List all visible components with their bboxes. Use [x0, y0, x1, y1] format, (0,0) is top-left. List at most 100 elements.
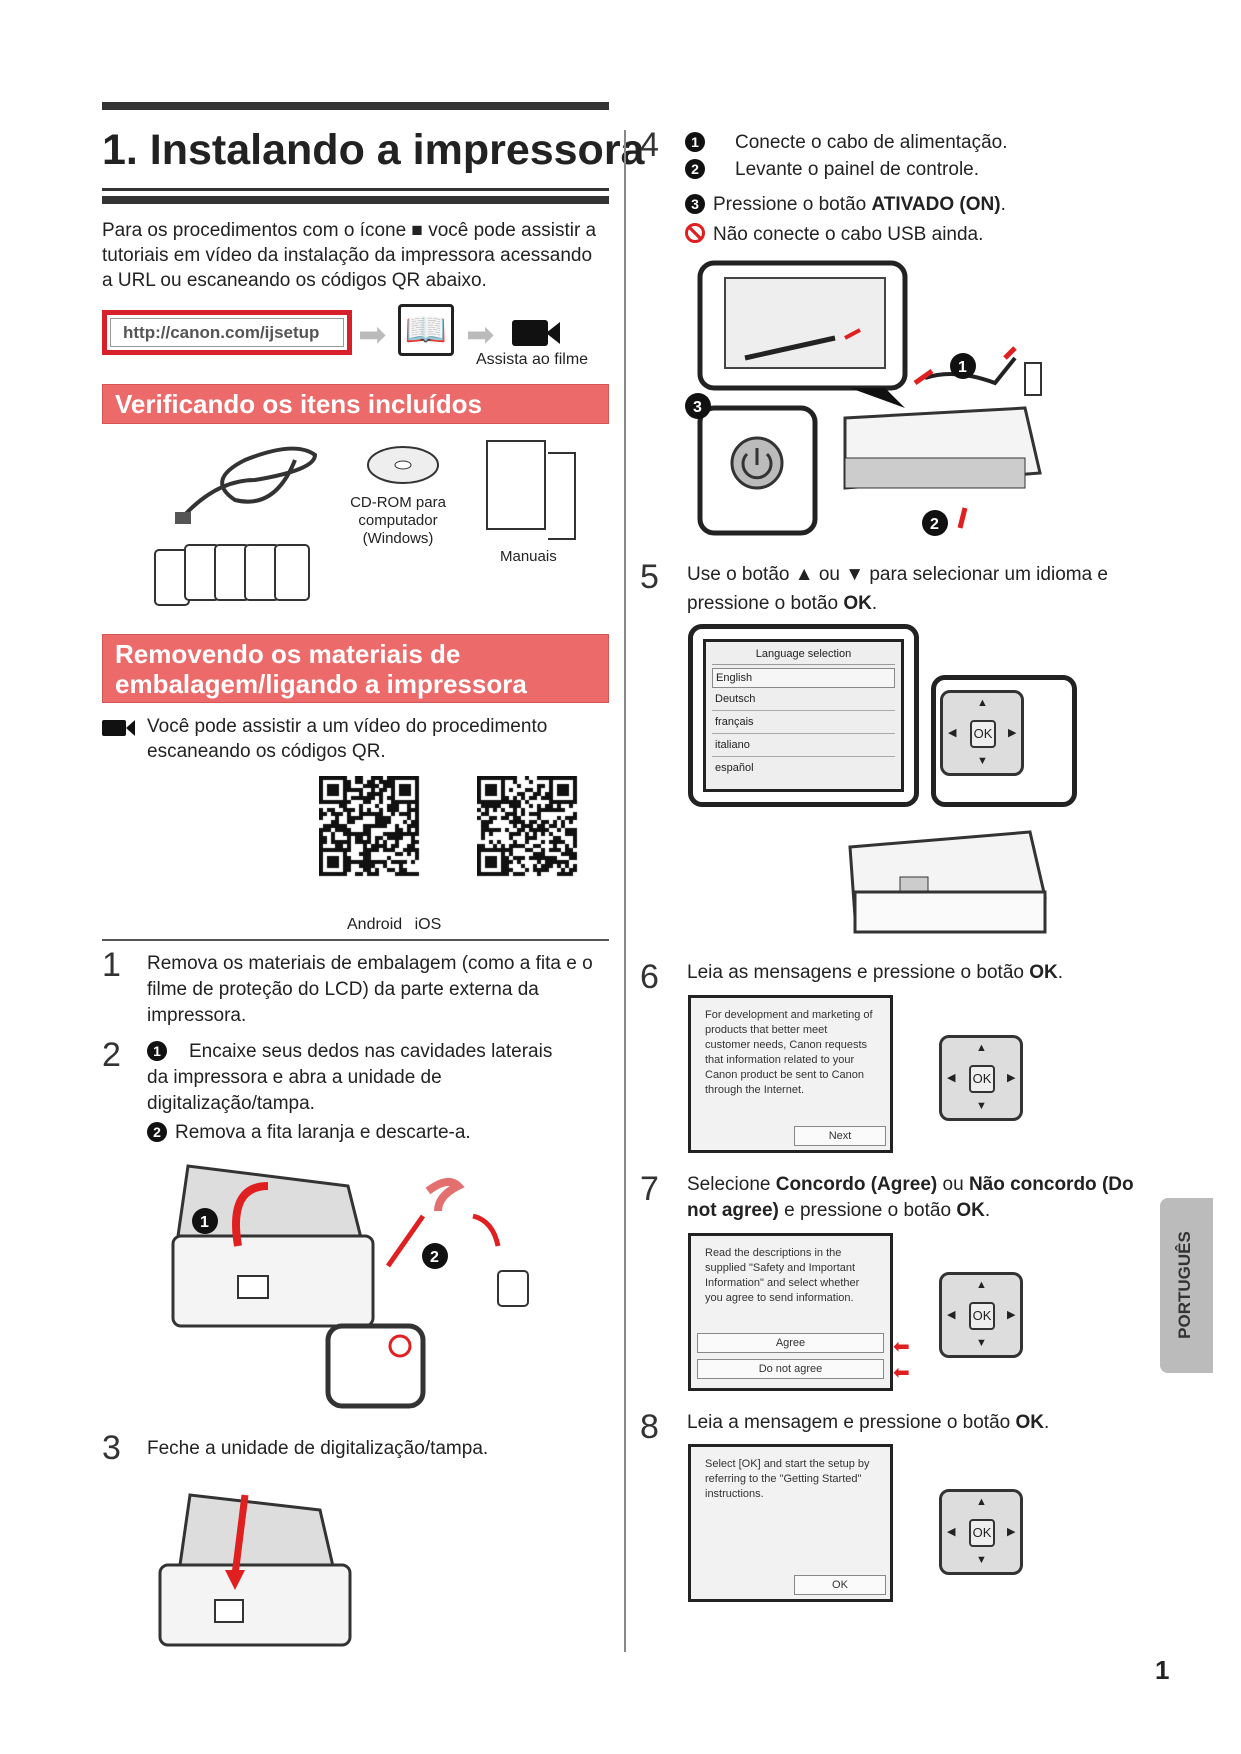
- down-arrow-icon[interactable]: ▼: [976, 1100, 987, 1112]
- step-number: 3: [102, 1429, 121, 1467]
- step-4c-text: Pressione o botão: [713, 194, 872, 215]
- arrow-icon: ➡: [358, 316, 387, 354]
- video-camera-lens-icon: [126, 720, 135, 736]
- right-arrow-icon[interactable]: ▶: [1007, 1072, 1016, 1084]
- left-arrow-icon[interactable]: ◀: [947, 1072, 956, 1084]
- cable-illustration: [175, 446, 318, 524]
- up-arrow-icon[interactable]: ▲: [976, 1496, 987, 1508]
- step-5-text: Use o botão ▲ ou ▼ para selecionar um id…: [687, 560, 1147, 618]
- video-note: Você pode assistir a um vídeo do procedi…: [147, 716, 548, 762]
- column-divider: [624, 130, 626, 1652]
- screen-text: For development and marketing of product…: [705, 1009, 873, 1096]
- marker-1-icon: 1: [147, 1041, 167, 1061]
- title-bar-top: [102, 102, 609, 110]
- step-number: 2: [102, 1036, 121, 1074]
- language-callout: Language selection English Deutsch franç…: [688, 624, 919, 807]
- svg-text:1: 1: [200, 1214, 209, 1231]
- language-option-italiano[interactable]: italiano: [712, 734, 895, 757]
- watch-label: Assista ao filme: [476, 351, 589, 368]
- punct: .: [1000, 194, 1006, 215]
- ok-button[interactable]: OK: [969, 1519, 995, 1547]
- language-option-english[interactable]: English: [712, 668, 895, 688]
- url-box[interactable]: http://canon.com/ijsetup: [102, 310, 352, 355]
- printer-panel-illustration: [848, 830, 1047, 934]
- down-arrow-icon[interactable]: ▼: [976, 1554, 987, 1566]
- agree-button[interactable]: Agree: [697, 1333, 884, 1353]
- divider: [102, 939, 609, 941]
- step-4b: 2 Levante o painel de controle.: [685, 157, 979, 182]
- down-arrow-icon[interactable]: ▼: [977, 755, 988, 767]
- right-arrow-icon[interactable]: ▶: [1007, 1526, 1016, 1538]
- pointer-arrow-icon: ⬅: [893, 1336, 910, 1358]
- on-button-label: ATIVADO (ON): [871, 194, 1001, 215]
- up-arrow-icon[interactable]: ▲: [976, 1042, 987, 1054]
- step-6-pre: Leia as mensagens e pressione o botão: [687, 962, 1030, 983]
- agree-label: Concordo (Agree): [775, 1174, 938, 1195]
- left-arrow-icon[interactable]: ◀: [948, 727, 957, 739]
- do-not-agree-button[interactable]: Do not agree: [697, 1359, 884, 1379]
- language-option-espanol[interactable]: español: [715, 762, 754, 774]
- step-4d: Não conecte o cabo USB ainda.: [685, 222, 983, 247]
- control-pad[interactable]: ▲ ▼ ◀ ▶ OK: [939, 1489, 1023, 1575]
- step-number: 8: [640, 1408, 659, 1446]
- step-8-pre: Leia a mensagem e pressione o botão: [687, 1412, 1016, 1433]
- video-camera-icon: [102, 720, 126, 736]
- power-setup-illustration: 3 1 2: [685, 260, 1042, 536]
- svg-text:2: 2: [930, 516, 939, 533]
- step-2b-text: Remova a fita laranja e descarte-a.: [175, 1122, 471, 1143]
- ok-button[interactable]: OK: [969, 1302, 995, 1330]
- manuals-label: Manuais: [500, 548, 557, 565]
- step-4b-text: Levante o painel de controle.: [735, 159, 980, 180]
- qr-code-ios[interactable]: [477, 776, 599, 898]
- step-number: 1: [102, 946, 121, 984]
- step-4d-text: Não conecte o cabo USB ainda.: [713, 224, 984, 245]
- step-4a-text: Conecte o cabo de alimentação.: [735, 132, 1008, 153]
- page-number: 1: [1155, 1655, 1170, 1685]
- pad-callout: [931, 675, 1077, 807]
- marker-3-icon: 3: [685, 194, 705, 214]
- step-6-text: Leia as mensagens e pressione o botão OK…: [687, 960, 1063, 985]
- left-arrow-icon[interactable]: ◀: [947, 1526, 956, 1538]
- url-text: http://canon.com/ijsetup: [110, 318, 344, 347]
- screen-agreement: Read the descriptions in the supplied "S…: [688, 1233, 893, 1391]
- up-arrow-icon[interactable]: ▲: [976, 1279, 987, 1291]
- ink-cartridges-illustration: [154, 544, 310, 606]
- step-8-text: Leia a mensagem e pressione o botão OK.: [687, 1410, 1049, 1435]
- left-arrow-icon[interactable]: ◀: [947, 1309, 956, 1321]
- ok-button[interactable]: OK: [969, 1065, 995, 1093]
- control-pad[interactable]: ▲ ▼ ◀ ▶ OK: [940, 690, 1024, 776]
- open-scanner-illustration: 1 2: [171, 1164, 529, 1409]
- ok-button[interactable]: OK: [970, 720, 996, 748]
- step-3-text: Feche a unidade de digitalização/tampa.: [147, 1438, 489, 1459]
- right-arrow-icon[interactable]: ▶: [1007, 1309, 1016, 1321]
- video-camera-icon: [512, 320, 548, 346]
- svg-text:2: 2: [430, 1249, 439, 1266]
- language-option-francais[interactable]: français: [712, 711, 895, 734]
- punct: .: [871, 593, 878, 614]
- language-side-tab-label: PORTUGUÊS: [1175, 1231, 1194, 1339]
- language-side-tab: [1160, 1198, 1213, 1373]
- step-number: 7: [640, 1170, 659, 1208]
- next-button[interactable]: Next: [794, 1126, 886, 1146]
- step-7-mid: ou: [937, 1174, 969, 1195]
- marker-2-icon: 2: [685, 159, 705, 179]
- screen-text: Select [OK] and start the setup by refer…: [705, 1458, 870, 1500]
- right-arrow-icon[interactable]: ▶: [1008, 727, 1017, 739]
- title-bar-bottom2: [102, 196, 609, 204]
- qr-code-android[interactable]: [319, 776, 429, 896]
- up-arrow-icon[interactable]: ▲: [977, 697, 988, 709]
- step-1-text: Remova os materiais de embalagem (como a…: [147, 953, 593, 1026]
- screen-start-setup: Select [OK] and start the setup by refer…: [688, 1444, 893, 1602]
- step-number: 6: [640, 958, 659, 996]
- control-pad[interactable]: ▲ ▼ ◀ ▶ OK: [939, 1035, 1023, 1121]
- control-pad[interactable]: ▲ ▼ ◀ ▶ OK: [939, 1272, 1023, 1358]
- ok-label: OK: [1029, 962, 1058, 983]
- ok-screen-button[interactable]: OK: [794, 1575, 886, 1595]
- language-option-deutsch[interactable]: Deutsch: [712, 688, 895, 711]
- title-bar-bottom: [102, 188, 609, 191]
- down-arrow-icon[interactable]: ▼: [976, 1337, 987, 1349]
- qr-labels: Android iOS: [347, 916, 442, 933]
